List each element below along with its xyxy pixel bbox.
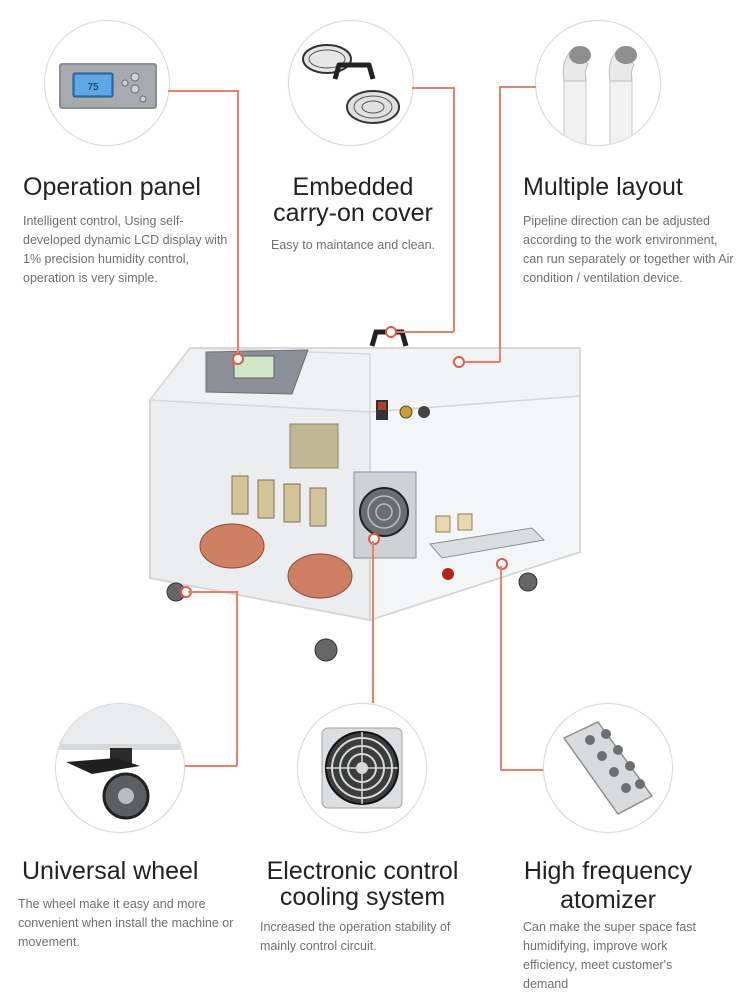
operation-panel-desc: Intelligent control, Using self-develope… (23, 214, 228, 285)
operation-panel-title: Operation panel (23, 173, 201, 201)
callout-line-layout-h2 (460, 361, 500, 363)
callout-line-cover-h (412, 87, 454, 89)
callout-dot-layout (453, 356, 465, 368)
carry-cover-closeup (288, 20, 414, 146)
embedded-cover-title-line1: Embedded (292, 173, 414, 201)
callout-line-layout-h (500, 86, 536, 88)
atomizer-title-line1: High frequency (523, 857, 693, 885)
cooling-system-title-line1: Electronic control (266, 857, 459, 885)
callout-line-cover-h2 (393, 331, 454, 333)
callout-line-layout-v (499, 86, 501, 362)
callout-line-atomizer-v (500, 566, 502, 770)
callout-line-wheel-h (188, 591, 237, 593)
callout-line-wheel-h2 (180, 765, 237, 767)
lcd-readout: 75 (87, 82, 99, 93)
callout-dot-panel (232, 353, 244, 365)
embedded-cover-title-line2: carry-on cover (273, 199, 433, 227)
callout-line-fan-v (372, 541, 374, 703)
callout-dot-atomizer (496, 558, 508, 570)
operation-panel-closeup: 75 (44, 20, 170, 146)
pipe-layout-closeup (535, 20, 661, 146)
callout-line-panel-h (168, 90, 238, 92)
callout-line-wheel-v (236, 591, 238, 766)
humidifier-machine-illustration (140, 320, 590, 680)
multiple-layout-desc: Pipeline direction can be adjusted accor… (523, 214, 734, 285)
callout-dot-fan (368, 533, 380, 545)
atomizer-closeup (543, 703, 673, 833)
cooling-system-desc: Increased the operation stability of mai… (260, 920, 451, 953)
atomizer-desc: Can make the super space fast humidifyin… (523, 920, 697, 991)
universal-wheel-closeup (55, 703, 185, 833)
callout-dot-cover (385, 326, 397, 338)
multiple-layout-title: Multiple layout (523, 173, 683, 201)
universal-wheel-desc: The wheel make it easy and more convenie… (18, 897, 234, 949)
cooling-system-title-line2: cooling system (279, 883, 446, 911)
embedded-cover-desc: Easy to maintance and clean. (271, 238, 435, 252)
callout-line-panel-v (237, 90, 239, 356)
callout-line-atomizer-h (500, 769, 544, 771)
callout-line-cover-v (453, 87, 455, 332)
universal-wheel-title: Universal wheel (22, 857, 199, 885)
cooling-fan-closeup (297, 703, 427, 833)
atomizer-title-line2: atomizer (560, 886, 656, 914)
